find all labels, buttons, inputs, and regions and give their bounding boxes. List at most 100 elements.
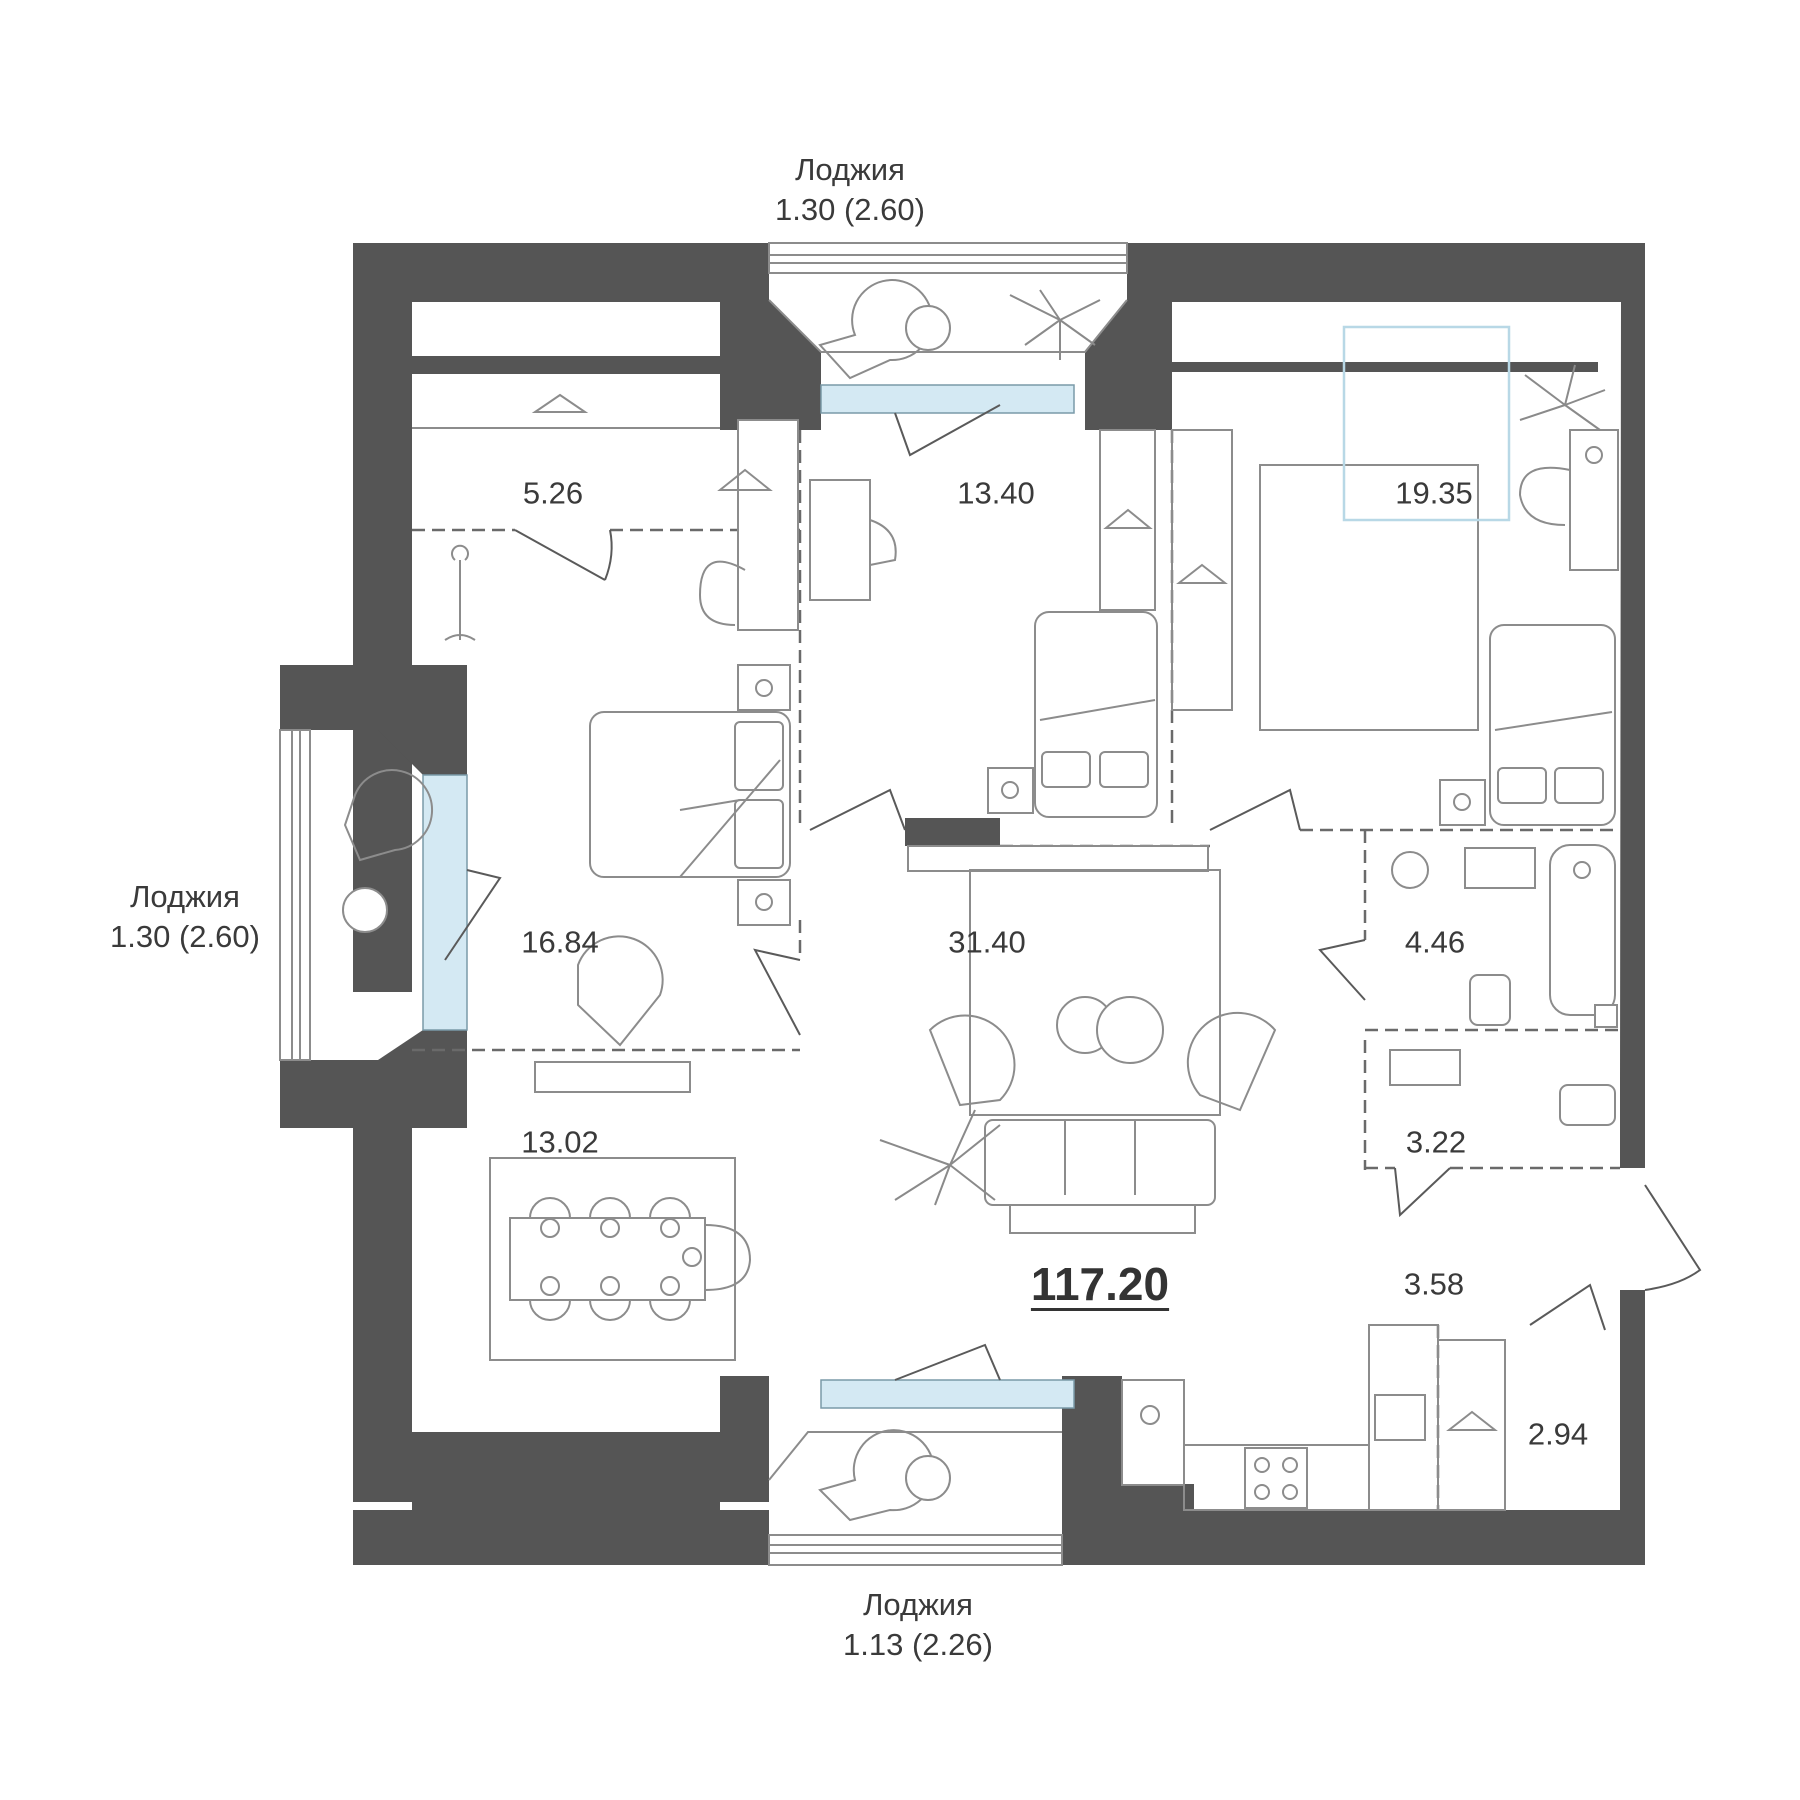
rug bbox=[489, 1157, 736, 1361]
loggia-bottom-label: Лоджия 1.13 (2.26) bbox=[843, 1585, 993, 1665]
armchair-icon bbox=[1186, 1011, 1277, 1112]
sink-icon bbox=[1464, 847, 1536, 889]
loggia-title: Лоджия bbox=[863, 1587, 973, 1622]
desk-icon bbox=[809, 479, 871, 601]
hanger-icon bbox=[1176, 563, 1228, 584]
socket-icon bbox=[1001, 781, 1019, 799]
loggia-area: 1.30 (2.60) bbox=[110, 919, 260, 954]
desk-icon bbox=[1569, 429, 1619, 571]
palm-plant-icon bbox=[1009, 289, 1101, 360]
bathtub-icon bbox=[1549, 844, 1616, 1016]
pillow-icon bbox=[734, 721, 784, 791]
rug bbox=[969, 869, 1221, 1116]
closet bbox=[1099, 429, 1156, 611]
armchair-icon bbox=[818, 1429, 935, 1522]
boiler-icon bbox=[1594, 1004, 1618, 1028]
pillow-icon bbox=[1497, 767, 1547, 804]
socket-icon bbox=[1453, 793, 1471, 811]
sink-icon bbox=[1389, 1049, 1461, 1086]
room-area-bedroom-3: 19.35 bbox=[1395, 475, 1473, 511]
closet bbox=[1437, 1339, 1506, 1511]
bathroom-furniture bbox=[1389, 844, 1618, 1126]
wall-top-right bbox=[1085, 243, 1645, 1168]
door-bedroom3 bbox=[1209, 788, 1301, 831]
bathroom-tool-icon bbox=[444, 544, 476, 641]
door-west-loggia bbox=[444, 869, 502, 961]
room-area-dining: 13.02 bbox=[521, 1124, 599, 1160]
sink-icon bbox=[1374, 1394, 1426, 1441]
stove-icon bbox=[1244, 1447, 1308, 1509]
wall-top-left bbox=[353, 243, 821, 992]
nightstand bbox=[1439, 779, 1486, 826]
room-area-wc: 3.22 bbox=[1405, 1124, 1467, 1160]
desk-icon bbox=[737, 419, 799, 631]
socket-icon bbox=[755, 679, 773, 697]
door-top-loggia bbox=[894, 404, 1001, 457]
door-wc bbox=[1394, 1167, 1451, 1218]
shower-icon bbox=[1573, 861, 1591, 879]
hanger-icon bbox=[531, 393, 589, 413]
side-table-icon bbox=[905, 1455, 951, 1501]
loggia-area: 1.30 (2.60) bbox=[775, 192, 925, 227]
chair-icon bbox=[869, 519, 897, 566]
closet bbox=[1171, 429, 1233, 711]
toilet-icon bbox=[1559, 1084, 1616, 1126]
side-table-icon bbox=[905, 305, 951, 351]
loggia-top-rail bbox=[768, 242, 1128, 274]
loggia-bottom-glass bbox=[820, 1379, 1075, 1409]
bedroom-19-35-furniture bbox=[1171, 325, 1619, 826]
pillow-icon bbox=[1099, 751, 1149, 788]
room-area-living: 31.40 bbox=[948, 924, 1026, 960]
door-closet bbox=[1529, 1283, 1606, 1331]
loggia-bottom-rail bbox=[768, 1534, 1063, 1566]
palm-plant-icon bbox=[879, 1109, 1001, 1206]
pillow-icon bbox=[1041, 751, 1091, 788]
armchair-icon bbox=[577, 935, 664, 1047]
washing-machine-icon bbox=[1391, 851, 1429, 889]
hanger-icon bbox=[1103, 508, 1153, 529]
side-table-icon bbox=[1096, 996, 1164, 1064]
room-area-bedroom-2: 13.40 bbox=[957, 475, 1035, 511]
walls bbox=[280, 243, 1645, 1565]
wall-left-lower-bottom bbox=[353, 1510, 769, 1565]
highlight-frame bbox=[1342, 325, 1511, 522]
loggia-west-glass bbox=[422, 774, 468, 1031]
wardrobe-5-26 bbox=[412, 393, 720, 429]
toilet-icon bbox=[1469, 974, 1511, 1026]
loggia-west-label: Лоджия 1.30 (2.60) bbox=[110, 877, 260, 957]
loggia-top-glass bbox=[820, 384, 1075, 414]
armchair-icon bbox=[704, 1224, 752, 1291]
side-table-icon bbox=[342, 887, 388, 933]
loggia-furniture bbox=[342, 279, 1606, 1522]
rug bbox=[1259, 464, 1479, 731]
socket-icon bbox=[1585, 446, 1603, 464]
pillow-icon bbox=[1554, 767, 1604, 804]
door-entrance bbox=[1644, 1184, 1702, 1291]
wall-bottom-left-strip bbox=[412, 1432, 720, 1450]
armchair-icon bbox=[818, 279, 934, 380]
pillow-icon bbox=[734, 799, 784, 869]
counter bbox=[1121, 1379, 1185, 1486]
living-room-furniture bbox=[879, 869, 1277, 1234]
nightstand bbox=[987, 767, 1034, 814]
wall-duct bbox=[1122, 1484, 1194, 1510]
tv-icon bbox=[907, 845, 1209, 872]
door-bath bbox=[1318, 939, 1366, 1001]
hanger-icon bbox=[717, 468, 773, 491]
loggia-top-label: Лоджия 1.30 (2.60) bbox=[775, 150, 925, 230]
bedroom-16-84-furniture bbox=[444, 419, 799, 1093]
dining-table-icon bbox=[509, 1217, 706, 1301]
armchair-icon bbox=[698, 560, 746, 626]
armchair-icon bbox=[1518, 466, 1571, 526]
nightstand bbox=[737, 664, 791, 711]
wall-west-bay-bottom bbox=[280, 1030, 467, 1128]
sofa-icon bbox=[984, 1119, 1216, 1206]
boiler-icon bbox=[1140, 1405, 1160, 1425]
door-bedroom2 bbox=[809, 788, 906, 831]
bedroom-13-40-furniture bbox=[809, 429, 1209, 872]
dining-furniture bbox=[489, 1157, 752, 1361]
room-area-wardrobe: 5.26 bbox=[522, 475, 584, 511]
nightstand bbox=[737, 879, 791, 926]
door-hall-wardrobe bbox=[514, 529, 613, 581]
